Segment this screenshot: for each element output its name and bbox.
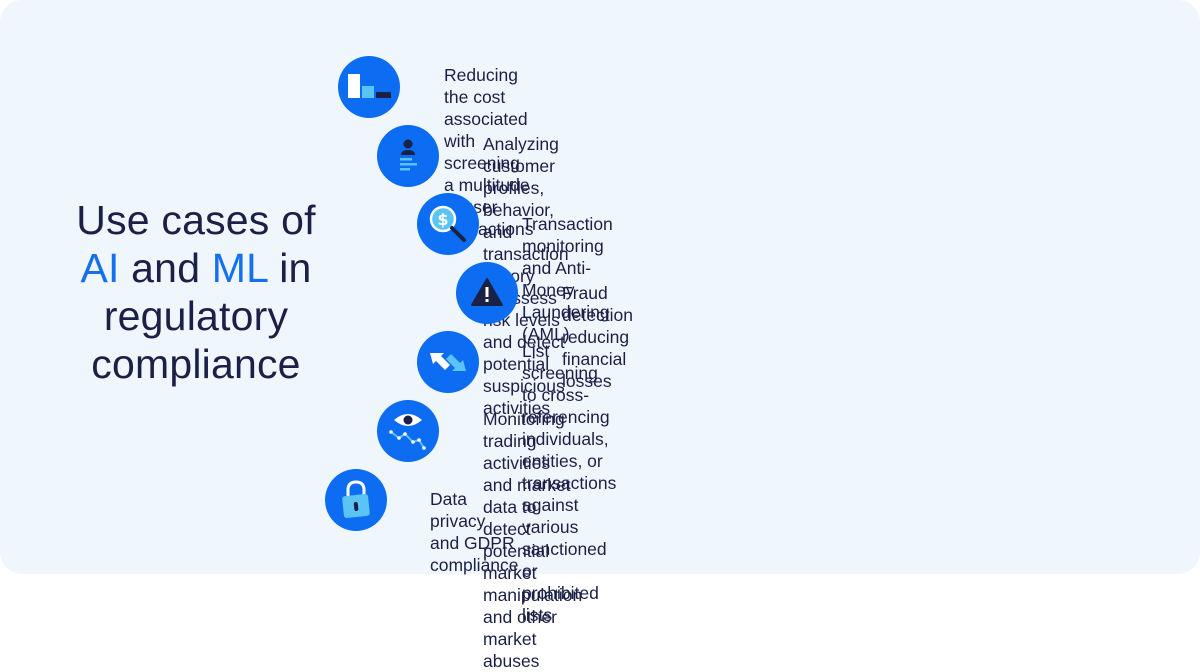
- page-title: Use cases of AI and ML in regulatory com…: [52, 196, 340, 388]
- title-line-4: compliance: [91, 341, 301, 387]
- use-case-text: Reducing the cost associated with screen…: [444, 65, 534, 239]
- dollar-magnifier-icon: $: [417, 193, 479, 255]
- title-in: in: [267, 245, 312, 291]
- use-case-text: Data privacy and GDPR compliance: [430, 489, 519, 575]
- bar-chart-icon: [338, 56, 400, 118]
- title-and: and: [119, 245, 212, 291]
- padlock-icon: [325, 469, 387, 531]
- use-case-text: Fraud detection reducing financial losse…: [562, 283, 634, 391]
- title-highlight-ai: AI: [80, 245, 120, 291]
- use-case-text: Transaction monitoring and Anti-Money La…: [522, 214, 613, 344]
- user-profile-icon: [377, 125, 439, 187]
- eye-trend-icon: [377, 400, 439, 462]
- title-line-1: Use cases of: [76, 197, 316, 243]
- cross-reference-arrows-icon: [417, 331, 479, 393]
- title-line-3: regulatory: [103, 293, 289, 339]
- title-highlight-ml: ML: [211, 245, 268, 291]
- svg-text:$: $: [437, 210, 448, 229]
- warning-icon: [456, 262, 518, 324]
